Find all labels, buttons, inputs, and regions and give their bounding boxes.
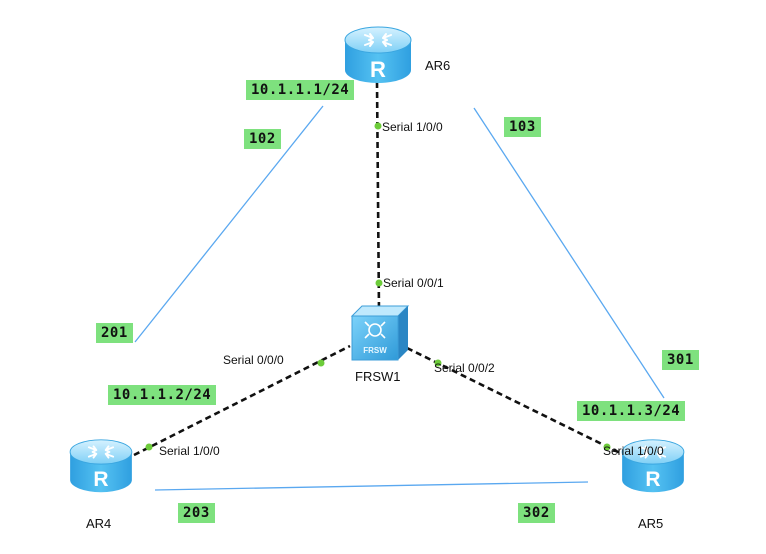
svg-text:R: R: [370, 57, 386, 82]
device-name-ar4: AR4: [86, 516, 112, 531]
port-label-ar4-s100: Serial 1/0/0: [159, 444, 220, 458]
port-dot-frsw-s000: [317, 359, 325, 367]
dlci-label-201: 201: [96, 323, 133, 343]
port-dot-frsw-s002: [434, 359, 442, 367]
device-name-ar6: AR6: [425, 58, 451, 73]
router-ar5-icon[interactable]: R: [621, 438, 685, 494]
dlci-label-301: 301: [662, 350, 699, 370]
ip-label-ar6: 10.1.1.1/24: [246, 80, 355, 100]
ip-label-ar5: 10.1.1.3/24: [577, 401, 686, 421]
port-dot-ar5-s100: [603, 443, 611, 451]
dlci-label-302: 302: [518, 503, 555, 523]
port-dot-ar6-s100: [374, 122, 382, 130]
router-ar6-icon[interactable]: R: [344, 26, 412, 84]
serial-link-ar6-frsw1: [375, 81, 381, 313]
dlci-label-102: 102: [244, 129, 281, 149]
pvc-line-102: [134, 105, 324, 343]
port-label-ar6-s100: Serial 1/0/0: [382, 120, 443, 134]
port-dot-ar4-s100: [145, 443, 153, 451]
svg-text:FRSW: FRSW: [363, 346, 387, 355]
port-dot-frsw-s001: [375, 279, 383, 287]
device-name-ar5: AR5: [638, 516, 664, 531]
ip-label-ar4: 10.1.1.2/24: [108, 385, 217, 405]
frame-relay-switch-icon[interactable]: FRSW: [350, 305, 410, 361]
pvc-line-203: [154, 481, 589, 491]
svg-text:R: R: [93, 468, 108, 491]
port-label-frsw-s002: Serial 0/0/2: [434, 361, 495, 375]
dlci-label-103: 103: [504, 117, 541, 137]
svg-text:R: R: [645, 468, 660, 491]
dlci-label-203: 203: [178, 503, 215, 523]
port-label-ar5-s100: Serial 1/0/0: [603, 444, 664, 458]
pvc-line-103: [473, 107, 665, 399]
device-name-frsw1: FRSW1: [355, 369, 401, 384]
port-label-frsw-s001: Serial 0/0/1: [383, 276, 444, 290]
serial-link-ar4-frsw1: [133, 344, 351, 457]
port-label-frsw-s000: Serial 0/0/0: [223, 353, 284, 367]
router-ar4-icon[interactable]: R: [69, 438, 133, 494]
